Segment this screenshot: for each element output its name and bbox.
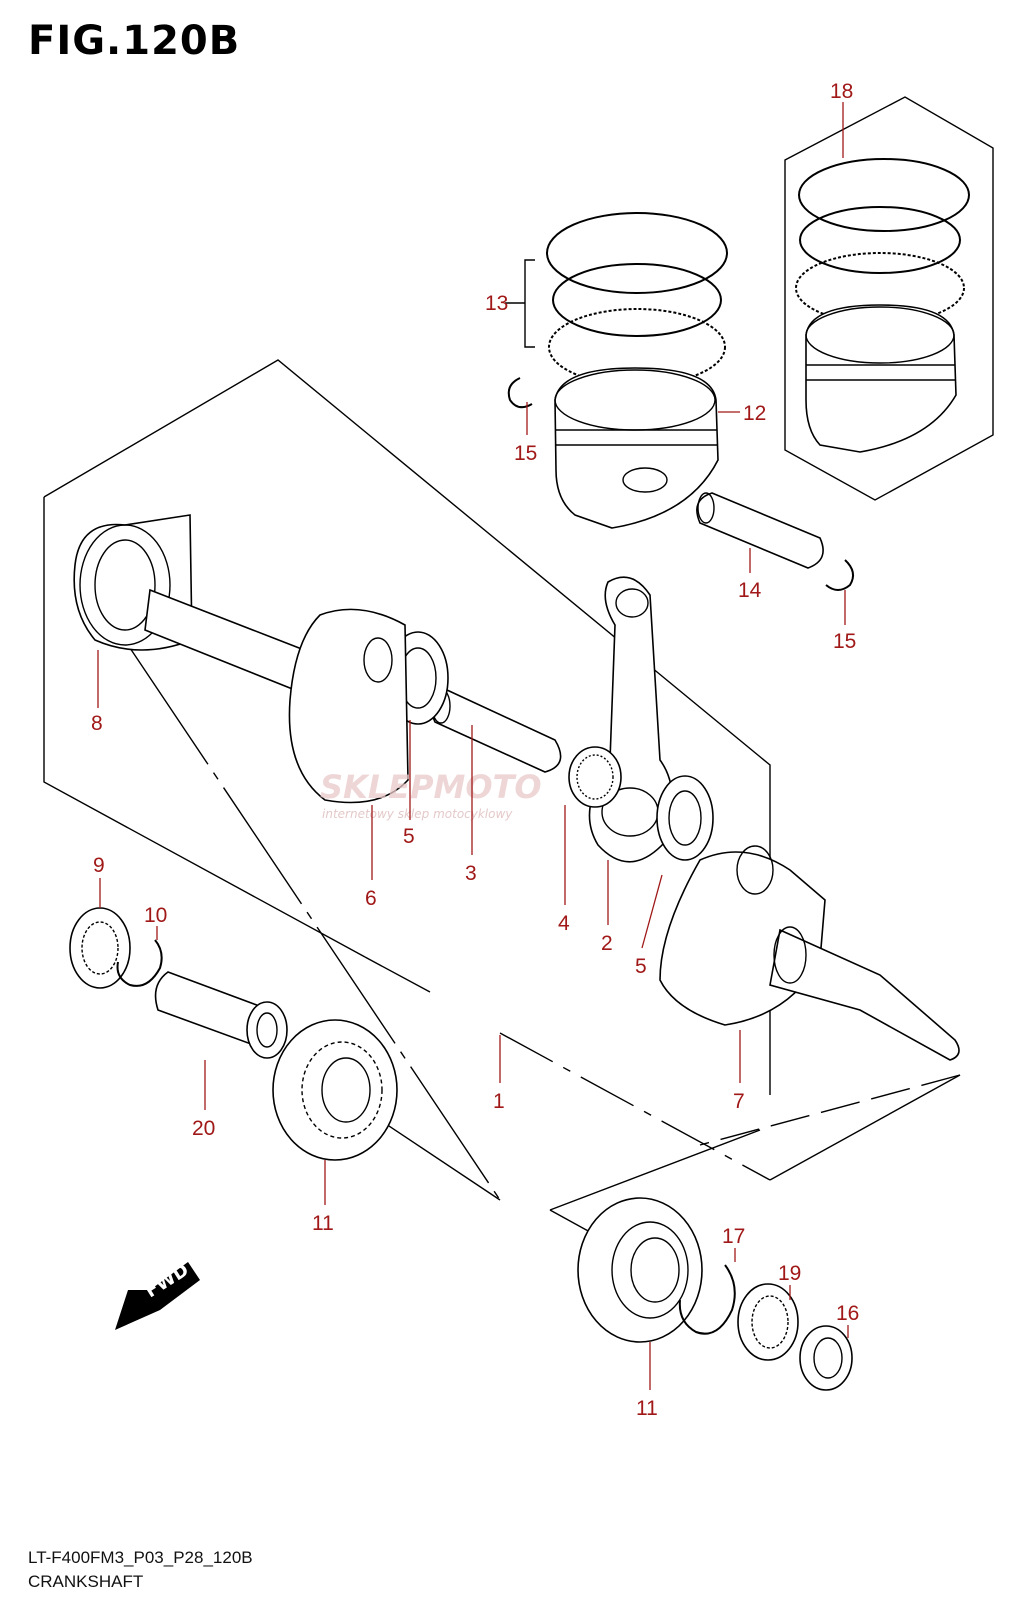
circlip-right	[678, 1264, 736, 1335]
model-code: LT-F400FM3_P03_P28_120B	[28, 1548, 253, 1567]
callout-1: 1	[493, 1090, 505, 1113]
callout-10: 10	[144, 904, 167, 927]
callout-4: 4	[558, 912, 570, 935]
main-bearing-right	[577, 1197, 703, 1343]
callout-17: 17	[722, 1225, 745, 1248]
callout-15-right: 15	[833, 630, 856, 653]
callout-11-right: 11	[636, 1397, 658, 1420]
callout-8: 8	[91, 712, 103, 735]
watermark-brand: SKLEPMOTO	[320, 768, 542, 806]
thrust-washer-right	[656, 775, 714, 861]
callout-18: 18	[830, 80, 853, 103]
fwd-arrow-icon: FWD	[115, 1259, 200, 1330]
callout-16: 16	[836, 1302, 859, 1325]
callout-6: 6	[365, 887, 377, 910]
oil-seal	[799, 1325, 853, 1391]
callout-14: 14	[738, 579, 762, 602]
crank-pin	[431, 688, 562, 773]
callout-11-left: 11	[312, 1212, 334, 1235]
piston	[554, 367, 719, 529]
small-bearing-right	[737, 1283, 799, 1361]
needle-bearing	[568, 746, 622, 808]
figure-name: CRANKSHAFT	[28, 1572, 144, 1591]
callout-19: 19	[778, 1262, 801, 1285]
small-bearing-left	[69, 907, 131, 989]
callout-15-top: 15	[514, 442, 537, 465]
piston-pin-circlips	[507, 377, 855, 591]
callout-5-left: 5	[403, 825, 415, 848]
bush	[154, 971, 288, 1059]
main-bearing-left	[272, 1019, 398, 1161]
callout-20: 20	[192, 1117, 215, 1140]
figure-title: FIG.120B	[28, 18, 241, 64]
callout-12: 12	[743, 402, 766, 425]
callout-9: 9	[93, 854, 105, 877]
crankshaft-right	[659, 845, 960, 1061]
leader-lines	[97, 102, 849, 1390]
callout-13: 13	[485, 292, 508, 315]
callout-2: 2	[601, 932, 613, 955]
watermark-tagline: internetowy sklep motocyklowy	[322, 807, 513, 821]
piston-pin	[696, 492, 824, 569]
kit-rings-and-piston	[795, 158, 970, 453]
crankshaft-left	[73, 514, 409, 804]
watermark: SKLEPMOTO internetowy sklep motocyklowy	[320, 768, 542, 821]
piston-kit-box	[784, 96, 994, 501]
callout-7: 7	[733, 1090, 745, 1113]
circlip-left	[116, 939, 163, 987]
callouts: 18 13 12 15 14 15 8 5 6 3 4 2 5 7 1 9 10…	[91, 80, 859, 1420]
callout-3: 3	[465, 862, 477, 885]
callout-5-right: 5	[635, 955, 647, 978]
piston-rings	[505, 212, 728, 386]
